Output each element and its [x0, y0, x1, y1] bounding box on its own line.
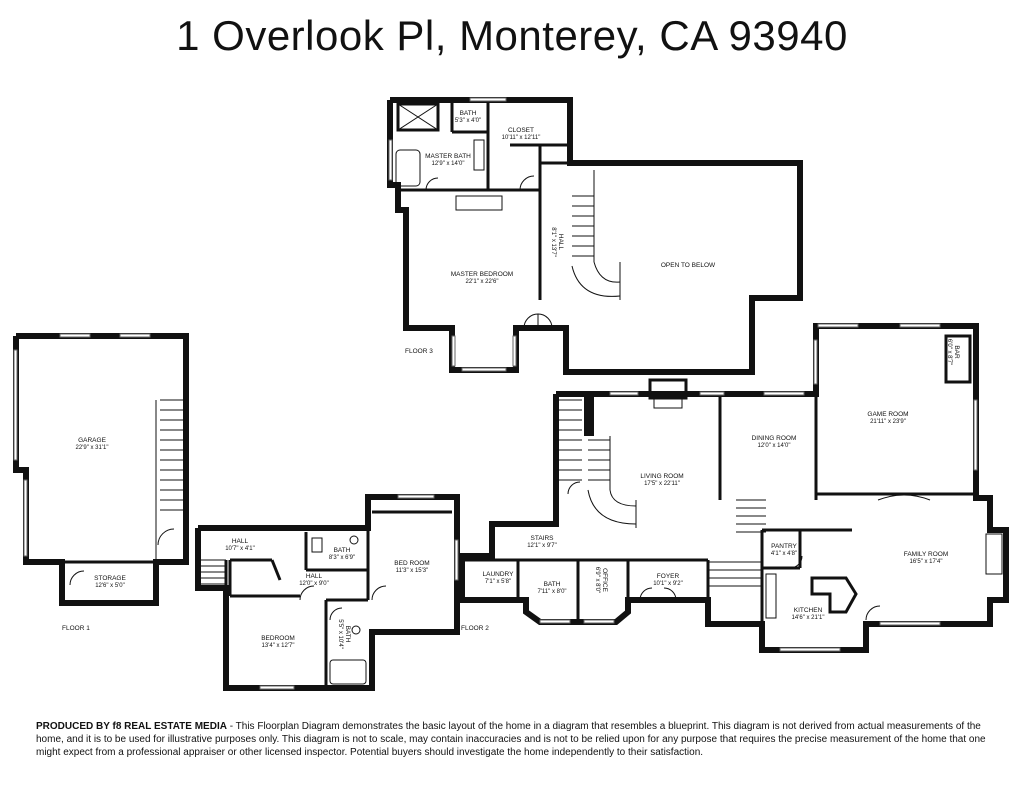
room-pantry-dim: 4'1" x 4'8"	[771, 551, 797, 557]
disclaimer-text: - This Floorplan Diagram demonstrates th…	[36, 721, 986, 758]
room-master-bath-dim: 12'9" x 14'0"	[432, 161, 465, 167]
room-hall-a-name: HALL	[232, 538, 249, 545]
room-dining-room-dim: 12'0" x 14'0"	[758, 443, 791, 449]
room-kitchen-dim: 14'6" x 21'1"	[792, 615, 825, 621]
room-laundry-dim: 7'1" x 5'8"	[485, 579, 511, 585]
room-bedroom-dim: 11'3" x 15'3"	[396, 568, 428, 574]
room-master-bath-name: MASTER BATH	[425, 153, 471, 160]
room-stairs-dim: 12'1" x 9'7"	[527, 543, 557, 549]
floor-2-label: FLOOR 2	[461, 625, 489, 632]
room-game-room-name: GAME ROOM	[867, 411, 908, 418]
room-garage-name: GARAGE	[78, 437, 106, 444]
disclaimer: PRODUCED BY f8 REAL ESTATE MEDIA - This …	[36, 720, 996, 759]
room-storage-name: STORAGE	[94, 575, 126, 582]
room-living-room-dim: 17'5" x 22'11"	[644, 481, 680, 487]
room-living-room-name: LIVING ROOM	[640, 473, 683, 480]
floor-plan-diagram: BATH 5'3" x 4'0" CLOSET 10'11" x 12'11" …	[13, 97, 1009, 691]
room-storage-dim: 12'6" x 5'0"	[95, 583, 125, 589]
room-garage-dim: 22'9" x 31'1"	[76, 445, 109, 451]
room-kitchen-name: KITCHEN	[794, 607, 823, 614]
room-bath-a-dim: 8'3" x 6'9"	[329, 555, 355, 561]
room-bar-name: BAR	[953, 345, 960, 359]
room-hall-b-name: HALL	[306, 573, 323, 580]
room-bar-dim: 6'0" x 8'7"	[946, 339, 952, 365]
floor-1-garage-plan: GARAGE 22'9" x 31'1" STORAGE 12'6" x 5'0…	[13, 333, 189, 632]
page-title: 1 Overlook Pl, Monterey, CA 93940	[176, 12, 848, 59]
room-bath-b-dim: 5'5" x 10'4"	[337, 619, 343, 649]
room-bath-a-name: BATH	[334, 547, 351, 554]
room-bath-floor3-dim: 5'3" x 4'0"	[455, 118, 481, 124]
room-closet-dim: 10'11" x 12'11"	[502, 135, 541, 141]
floor-3-plan: BATH 5'3" x 4'0" CLOSET 10'11" x 12'11" …	[387, 97, 803, 375]
room-family-room-dim: 16'5" x 17'4"	[910, 559, 943, 565]
room-hall-floor3-dim: 8'1" x 13'7"	[550, 227, 556, 257]
room-family-room-name: FAMILY ROOM	[904, 551, 949, 558]
producer-credit: PRODUCED BY f8 REAL ESTATE MEDIA	[36, 721, 227, 732]
room-closet-name: CLOSET	[508, 127, 534, 134]
floor-3-label: FLOOR 3	[405, 348, 433, 355]
room-master-bedroom-name: MASTER BEDROOM	[451, 271, 513, 278]
room-dining-room-name: DINING ROOM	[752, 435, 797, 442]
room-open-to-below-name: OPEN TO BELOW	[661, 262, 716, 269]
room-bath-floor3-name: BATH	[460, 110, 477, 117]
room-bath-floor2-dim: 7'11" x 8'0"	[537, 589, 566, 595]
room-office-name: OFFICE	[601, 568, 608, 592]
room-hall-a-dim: 10'7" x 4'1"	[225, 546, 255, 552]
floor-1-bedrooms-plan: HALL 10'7" x 4'1" BATH 8'3" x 6'9" BED R…	[195, 494, 460, 691]
room-stairs-name: STAIRS	[531, 535, 555, 542]
floor-1-label: FLOOR 1	[62, 625, 90, 632]
room-office-dim: 6'9" x 8'0"	[594, 567, 600, 593]
room-laundry-name: LAUNDRY	[483, 571, 515, 578]
room-foyer-dim: 10'1" x 9'2"	[653, 581, 683, 587]
room-bath-b-name: BATH	[344, 626, 351, 643]
room-bedroom-name: BED ROOM	[394, 560, 429, 567]
floor-2-plan: BAR 6'0" x 8'7" GAME ROOM 21'11" x 23'9"…	[459, 323, 1009, 653]
room-game-room-dim: 21'11" x 23'9"	[870, 419, 906, 425]
room-hall-floor3-name: HALL	[557, 234, 564, 251]
room-master-bedroom-dim: 22'1" x 22'6"	[466, 279, 499, 285]
room-hall-b-dim: 12'0" x 9'0"	[299, 581, 329, 587]
room-foyer-name: FOYER	[657, 573, 680, 580]
room-bath-floor2-name: BATH	[544, 581, 561, 588]
room-bedroom-2-name: BEDROOM	[261, 635, 295, 642]
room-bedroom-2-dim: 13'4" x 12'7"	[262, 643, 295, 649]
room-pantry-name: PANTRY	[771, 543, 797, 550]
